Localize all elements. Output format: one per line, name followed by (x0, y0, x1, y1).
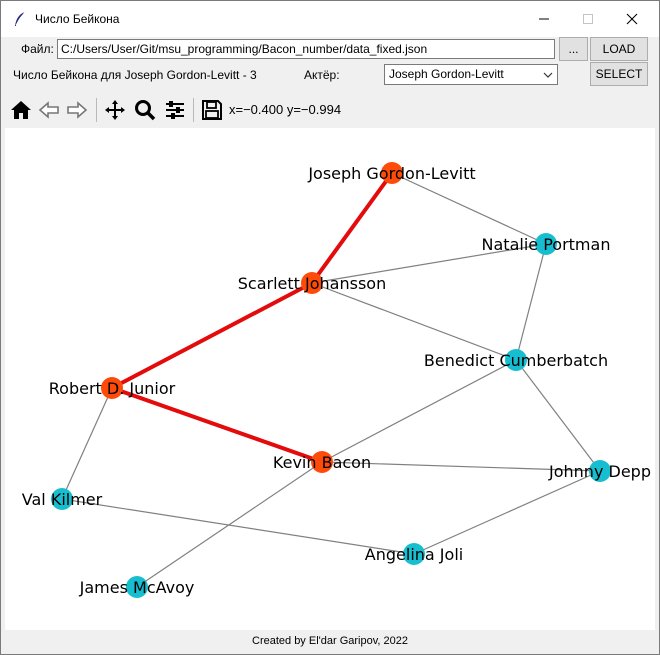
graph-edge (311, 243, 547, 284)
graph-edge (61, 387, 113, 500)
node-label: Benedict Cumberbatch (424, 351, 608, 370)
bacon-number-result: Число Бейкона для Joseph Gordon-Levitt -… (13, 68, 257, 82)
path-edge (111, 386, 323, 464)
select-button[interactable]: SELECT (590, 62, 648, 86)
graph-edge (391, 172, 547, 245)
node-robert-d-junior (101, 377, 123, 399)
window-title: Число Бейкона (35, 12, 120, 26)
back-icon[interactable] (36, 97, 62, 123)
minimize-button[interactable] (521, 1, 567, 37)
title-bar[interactable]: Число Бейкона (1, 1, 659, 37)
graph-edge (321, 461, 601, 472)
node-label: Kevin Bacon (273, 453, 371, 472)
node-label: Joseph Gordon-Levitt (307, 164, 475, 183)
graph-edge (136, 461, 323, 588)
node-label: Val Kilmer (22, 490, 103, 509)
zoom-icon[interactable] (132, 97, 158, 123)
load-button[interactable]: LOAD (590, 37, 648, 61)
browse-button[interactable]: ... (559, 37, 588, 61)
feather-icon (13, 11, 27, 27)
configure-subplots-icon[interactable] (162, 97, 188, 123)
actor-select-value: Joseph Gordon-Levitt (389, 67, 504, 81)
node-label: Natalie Portman (482, 235, 611, 254)
node-label: James McAvoy (79, 578, 195, 597)
node-benedict-cumberbatch (505, 349, 527, 371)
node-label: Angelina Joli (365, 545, 463, 564)
actor-label: Актёр: (304, 68, 340, 82)
toolbar-separator (96, 98, 97, 122)
footer-credit: Created by El'dar Garipov, 2022 (252, 635, 408, 647)
node-label: Scarlett Johansson (238, 274, 386, 293)
node-joseph-gordon-levitt (381, 162, 403, 184)
node-scarlett-johansson (301, 272, 323, 294)
node-natalie-portman (535, 233, 557, 255)
actor-select[interactable]: Joseph Gordon-Levitt (384, 64, 558, 85)
graph-edge (413, 470, 601, 555)
node-james-mcavoy (126, 576, 148, 598)
node-val-kilmer (51, 488, 73, 510)
node-angelina-joli (403, 543, 425, 565)
save-icon[interactable] (199, 97, 225, 123)
close-button[interactable] (609, 1, 655, 37)
graph-edge (515, 359, 601, 472)
maximize-button[interactable] (565, 1, 611, 37)
node-label: Johnny Depp (548, 462, 651, 481)
close-icon (626, 13, 638, 25)
toolbar-separator (193, 98, 194, 122)
minimize-icon (538, 13, 550, 25)
cursor-coordinates: x=−0.400 y=−0.994 (229, 102, 342, 117)
pan-icon[interactable] (102, 97, 128, 123)
file-label: Файл: (21, 42, 54, 56)
file-path-input[interactable]: C:/Users/User/Git/msu_programming/Bacon_… (57, 39, 555, 59)
chevron-down-icon (543, 69, 553, 83)
home-icon[interactable] (8, 97, 34, 123)
maximize-icon (582, 13, 594, 25)
node-kevin-bacon (311, 451, 333, 473)
path-edge (310, 171, 394, 285)
node-johnny-depp (589, 460, 611, 482)
node-label: Robert D. Junior (49, 379, 176, 398)
forward-icon[interactable] (64, 97, 90, 123)
graph-edge (311, 282, 517, 361)
path-edge (111, 281, 313, 390)
graph-edge (515, 243, 547, 361)
graph-edge (321, 359, 517, 463)
graph-edge (61, 498, 415, 555)
